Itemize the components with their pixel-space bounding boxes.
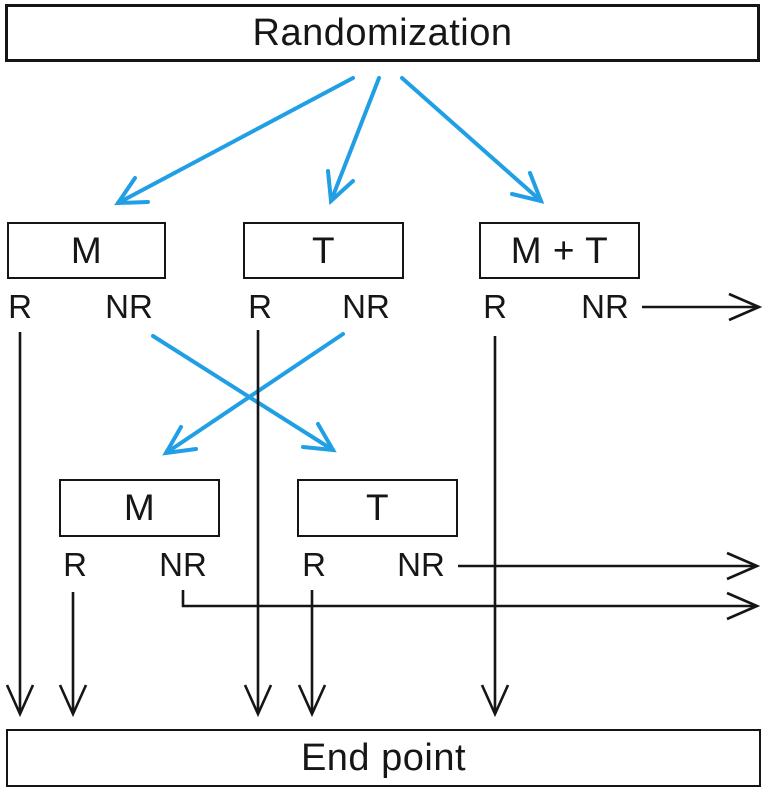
nonresponder-label-t1: NR (342, 288, 390, 325)
arm-box-m1-label: M (70, 229, 103, 271)
responder-label-t2: R (302, 546, 326, 583)
arm-box-mt-label: M + T (510, 229, 609, 271)
nonresponder-exit-arrow-m2 (181, 590, 761, 621)
responder-line-mt-to-endpoint (480, 336, 510, 718)
randomization-arrow-to-m (114, 76, 355, 206)
arm-box-t1-label: T (311, 229, 336, 271)
responder-line-m2-to-endpoint (58, 592, 88, 718)
responder-label-mt: R (483, 288, 507, 325)
responder-label-m1: R (8, 288, 32, 325)
randomization-arrow-to-mt (400, 76, 545, 204)
arm-box-m2: M (59, 479, 220, 537)
arm-box-t2-label: T (365, 487, 390, 528)
nonresponder-label-m1: NR (105, 288, 153, 325)
responder-line-t1-to-endpoint (243, 330, 273, 718)
crossover-arrow-nr-t-to-second-m (162, 332, 345, 456)
arm-box-m2-label: M (123, 487, 156, 528)
endpoint-box: End point (6, 729, 761, 787)
nonresponder-label-m2: NR (159, 546, 207, 583)
arm-box-mt: M + T (479, 222, 640, 279)
endpoint-label: End point (300, 736, 467, 779)
randomization-box: Randomization (5, 4, 760, 62)
responder-label-m2: R (63, 546, 87, 583)
nonresponder-exit-arrow-mt (642, 292, 763, 322)
responder-label-t1: R (248, 288, 272, 325)
crossover-arrow-nr-m-to-second-t (151, 334, 337, 453)
nonresponder-exit-arrow-t2 (458, 551, 761, 581)
randomization-arrow-to-t (326, 76, 381, 206)
arm-box-t2: T (297, 479, 458, 537)
nonresponder-label-mt: NR (581, 288, 629, 325)
responder-line-t2-to-endpoint (297, 590, 327, 718)
nonresponder-label-t2: NR (397, 546, 445, 583)
responder-line-m1-to-endpoint (5, 332, 35, 718)
arm-box-m1: M (7, 222, 166, 279)
arm-box-t1: T (243, 222, 404, 279)
randomization-label: Randomization (252, 11, 513, 54)
